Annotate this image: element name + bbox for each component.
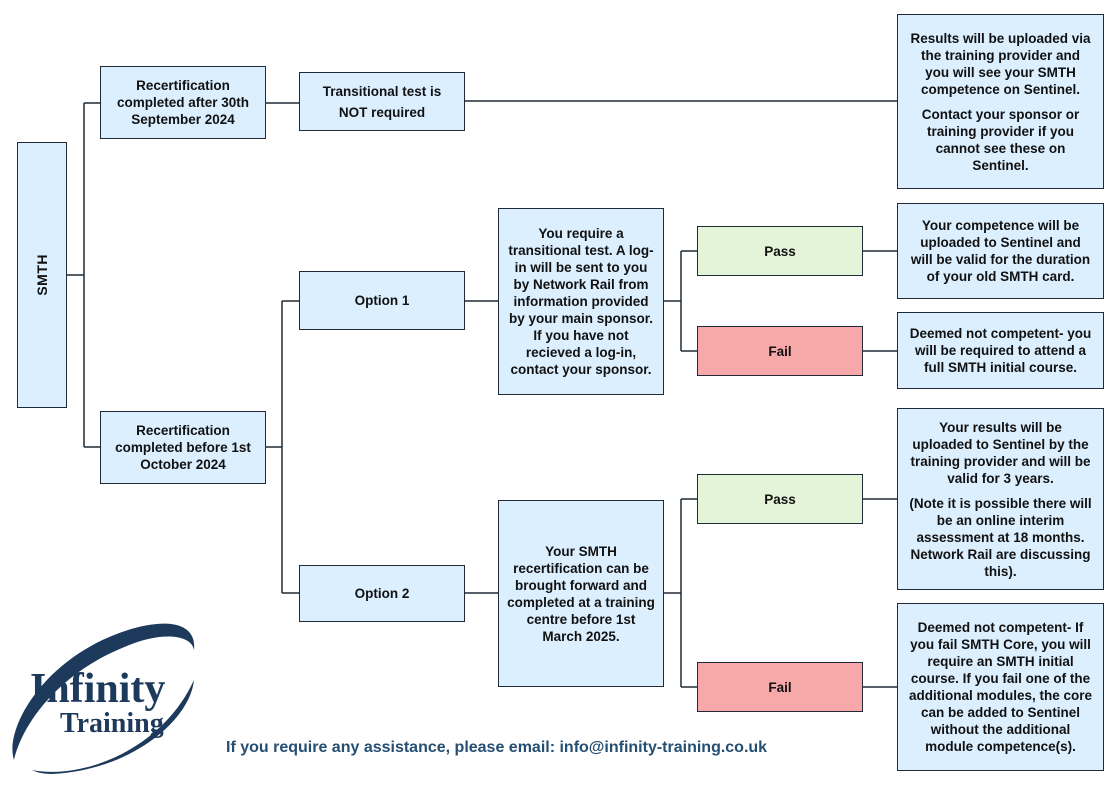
after-result-text-1: Results will be uploaded via the trainin… [910, 30, 1091, 97]
recert-after-label: Recertification completed after 30th Sep… [116, 78, 250, 127]
option-2-pass-box: Pass [697, 474, 863, 524]
option-2-box: Option 2 [299, 565, 465, 622]
option-2-fail-label: Fail [768, 679, 792, 695]
option-2-detail-text: Your SMTH recertification can be brought… [507, 543, 655, 644]
footer-prefix: If you require any assistance, please em… [226, 739, 560, 756]
option-2-pass-result-text-1: Your results will be uploaded to Sentine… [910, 419, 1091, 486]
option-1-pass-result-text: Your competence will be uploaded to Sent… [910, 218, 1091, 284]
option-2-detail-box: Your SMTH recertification can be brought… [498, 500, 664, 687]
recert-before-box: Recertification completed before 1st Oct… [100, 411, 266, 484]
smth-root-box: SMTH [17, 142, 67, 408]
logo-swoosh-top [12, 623, 195, 760]
after-result-text-2: Contact your sponsor or training provide… [921, 106, 1080, 173]
recert-after-box: Recertification completed after 30th Sep… [100, 66, 266, 139]
smth-root-label: SMTH [33, 254, 50, 296]
option-1-fail-box: Fail [697, 326, 863, 376]
option-1-fail-result-text: Deemed not competent- you will be requir… [909, 326, 1092, 375]
option-1-detail-box: You require a transitional test. A log-i… [498, 208, 664, 395]
logo-text-infinity: Infinity [30, 666, 165, 712]
footer-email-link[interactable]: info@infinity-training.co.uk [559, 739, 768, 756]
option-1-pass-box: Pass [697, 226, 863, 276]
option-1-box: Option 1 [299, 271, 465, 330]
infinity-training-logo: Infinity Training [12, 623, 195, 774]
logo-text-training: Training [60, 708, 164, 739]
option-2-pass-result-text-2: (Note it is possible there will be an on… [909, 495, 1092, 579]
logo-swoosh-bottom [32, 680, 194, 774]
option-1-pass-result-box: Your competence will be uploaded to Sent… [897, 203, 1104, 299]
option-2-fail-result-box: Deemed not competent- If you fail SMTH C… [897, 603, 1104, 771]
option-2-label: Option 2 [354, 586, 410, 601]
transitional-not-required-label: Transitional test is NOT required [322, 83, 442, 120]
after-result-box: Results will be uploaded via the trainin… [897, 14, 1104, 189]
option-2-fail-result-text: Deemed not competent- If you fail SMTH C… [908, 620, 1093, 754]
assistance-footer: If you require any assistance, please em… [226, 739, 767, 757]
transitional-not-required-box: Transitional test is NOT required [299, 72, 465, 131]
option-2-pass-label: Pass [764, 491, 796, 507]
recert-before-label: Recertification completed before 1st Oct… [115, 423, 251, 472]
option-2-pass-result-box: Your results will be uploaded to Sentine… [897, 408, 1104, 590]
option-1-detail-text: You require a transitional test. A log-i… [508, 226, 654, 377]
option-1-fail-result-box: Deemed not competent- you will be requir… [897, 312, 1104, 389]
option-1-fail-label: Fail [768, 343, 792, 359]
option-2-fail-box: Fail [697, 662, 863, 712]
option-1-pass-label: Pass [764, 243, 796, 259]
option-1-label: Option 1 [354, 293, 410, 308]
